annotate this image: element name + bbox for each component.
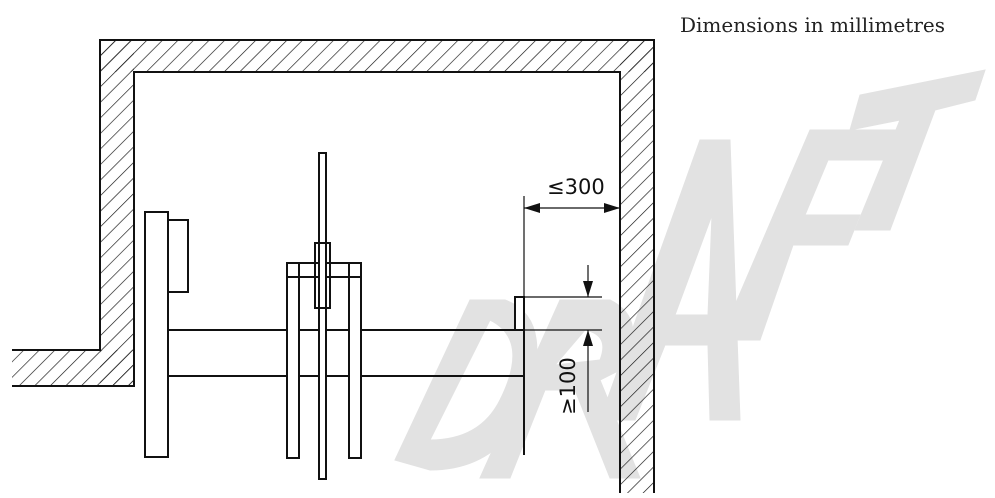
units-note: Dimensions in millimetres [680, 13, 945, 37]
building-wall [12, 39, 655, 493]
center-disc-assembly [286, 152, 362, 480]
dimension-clearance: ≤300 [523, 175, 620, 330]
clearance-label: ≤300 [547, 175, 605, 199]
height-label: ≥100 [556, 357, 580, 415]
dimension-height: ≥100 [524, 265, 602, 415]
end-stop-block [514, 296, 525, 331]
horizontal-shaft [168, 329, 525, 455]
left-wheel [144, 211, 189, 458]
draft-watermark [394, 69, 986, 479]
